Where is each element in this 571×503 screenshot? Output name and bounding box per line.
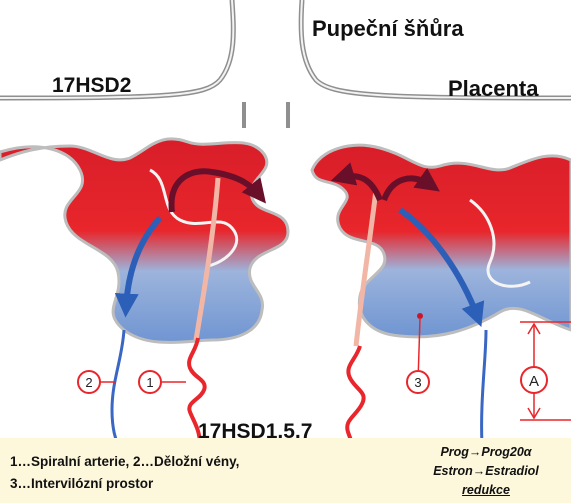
- legend-box: 1…Spiralní arterie, 2…Děložní vény, 3…In…: [0, 438, 401, 503]
- uterine-vein-right: [482, 330, 486, 445]
- uterine-vein-left: [112, 330, 124, 445]
- marker-a-label: A: [529, 373, 539, 390]
- reaction-type: redukce: [401, 483, 571, 497]
- spiral-artery-right: [347, 346, 363, 445]
- placenta-label: Placenta: [448, 76, 539, 102]
- legend-line: 1…Spiralní arterie, 2…Děložní vény,: [10, 454, 239, 469]
- umbilical-cord-label: Pupeční šňůra: [312, 16, 464, 42]
- legend-line: 3…Intervilózní prostor: [10, 476, 153, 491]
- marker-3-label: 3: [414, 375, 421, 390]
- reaction-note-box: Prog→Prog20α Estron→Estradiol redukce: [401, 438, 571, 503]
- enzyme-label-17hsd2: 17HSD2: [52, 74, 131, 98]
- reaction-line: Estron→Estradiol: [401, 464, 571, 478]
- marker-2-label: 2: [85, 375, 92, 390]
- marker-1-label: 1: [146, 375, 153, 390]
- cord-stalk: [244, 102, 288, 128]
- reaction-line: Prog→Prog20α: [401, 445, 571, 459]
